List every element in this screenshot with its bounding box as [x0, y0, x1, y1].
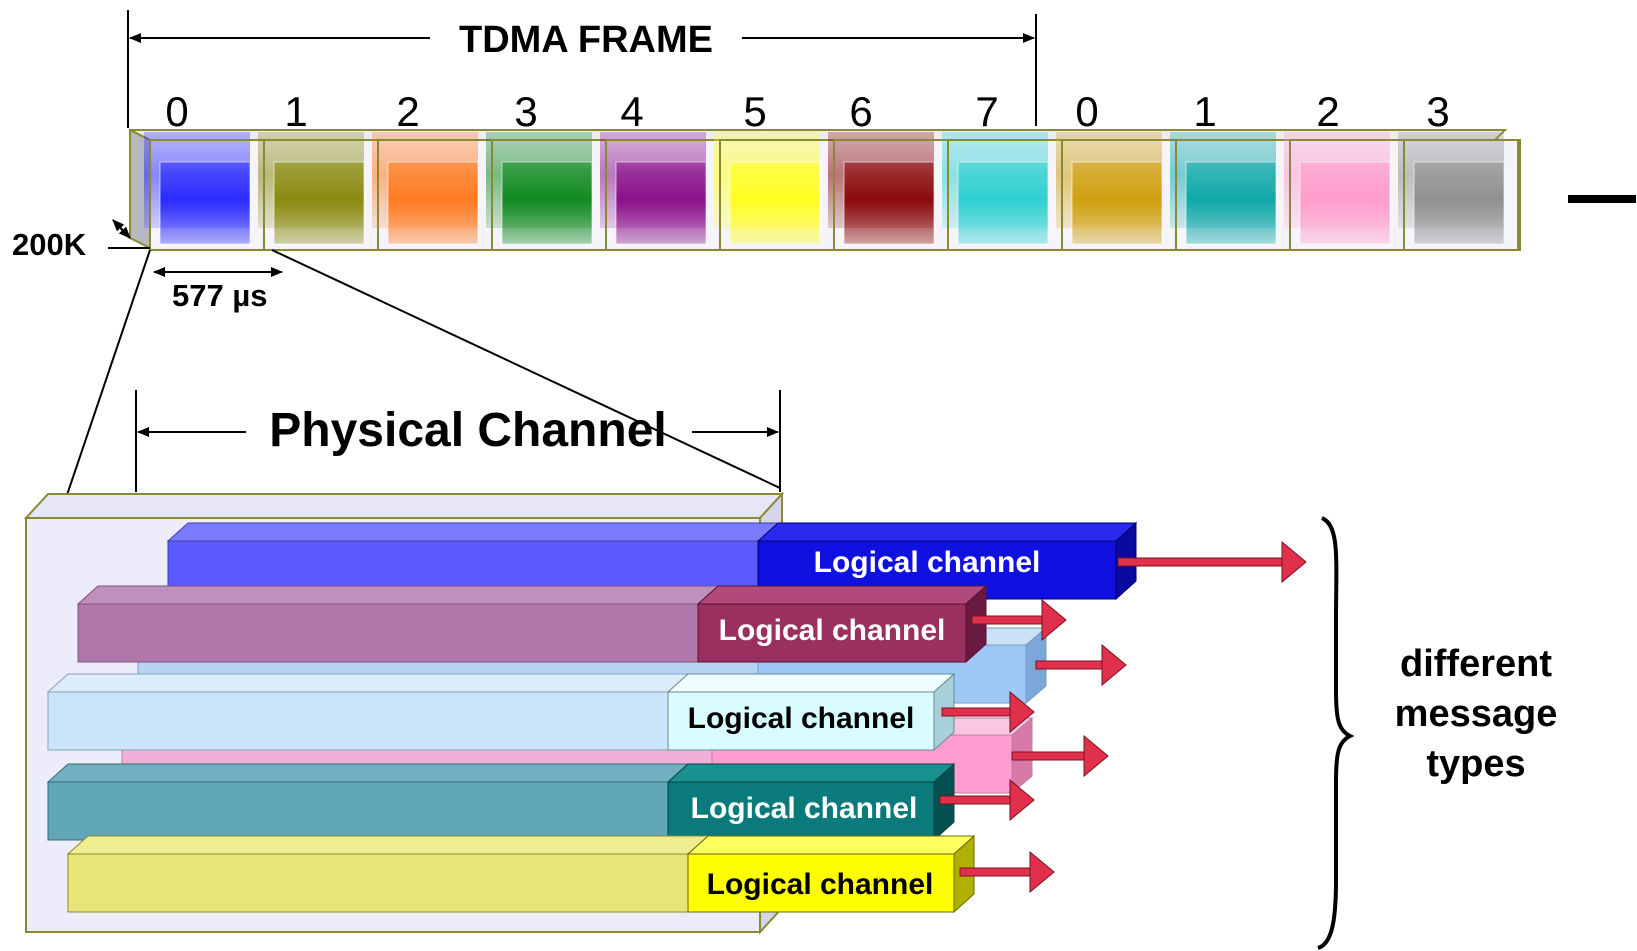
logical-channel-bar-3: Logical channel: [46, 672, 956, 752]
slot-numbers: 0 1 2 3 4 5 6 7 0 1 2 3: [165, 88, 1449, 135]
slot-cell: [1170, 132, 1291, 251]
slot-cell: [942, 132, 1063, 251]
slot-cell: [144, 132, 265, 251]
brace-label-line-2: message: [1395, 693, 1558, 735]
output-arrow: [1117, 540, 1307, 584]
slot-cell: [1284, 132, 1405, 251]
output-arrow: [939, 778, 1035, 822]
slot-duration-dimension: 577 µs: [153, 267, 283, 313]
output-arrow: [1011, 734, 1109, 778]
message-types-brace: [1317, 516, 1355, 950]
brace-label-line-1: different: [1400, 643, 1552, 685]
slot-cell: [714, 132, 835, 251]
slot-cell: [828, 132, 949, 251]
logical-channel-bar-5: Logical channel: [66, 834, 976, 914]
output-arrows: [939, 540, 1307, 894]
slot-cell: [372, 132, 493, 251]
slot-cell: [258, 132, 379, 251]
continuation-dash: [1568, 195, 1636, 203]
slot-number: 1: [1193, 88, 1216, 135]
physical-channel-label: Physical Channel: [269, 404, 666, 457]
slot-number: 4: [620, 88, 643, 135]
tdma-frame-label: TDMA FRAME: [459, 19, 713, 61]
logical-channel-label: Logical channel: [719, 614, 946, 647]
slot-cell: [1056, 132, 1177, 251]
output-arrow: [971, 598, 1067, 642]
brace-label-line-3: types: [1426, 743, 1525, 785]
slot-number: 7: [975, 88, 998, 135]
slot-duration-label: 577 µs: [172, 278, 267, 313]
bandwidth-dimension: 200K: [12, 219, 150, 262]
slot-number: 0: [1075, 88, 1098, 135]
slot-number: 1: [284, 88, 307, 135]
logical-channel-label: Logical channel: [688, 702, 915, 735]
logical-channel-label: Logical channel: [814, 546, 1041, 579]
output-arrow: [941, 690, 1035, 734]
slot-number: 3: [514, 88, 537, 135]
message-types-label: different message types: [1395, 643, 1558, 785]
slot-number: 3: [1426, 88, 1449, 135]
slot-cell: [486, 132, 607, 251]
slot-cells: [144, 132, 1519, 251]
slot-cell: [600, 132, 721, 251]
logical-channel-bar-2: Logical channel: [76, 584, 988, 664]
output-arrow: [1035, 643, 1127, 687]
physical-channel-dimension: Physical Channel: [135, 390, 781, 492]
logical-channel-bar-4: Logical channel: [46, 762, 956, 842]
zoom-line-right: [271, 249, 781, 489]
logical-channel-label: Logical channel: [707, 868, 934, 901]
tdma-frame-dimension: TDMA FRAME: [127, 10, 1037, 128]
frame-strip: [129, 128, 1521, 251]
slot-number: 5: [743, 88, 766, 135]
slot-number: 0: [165, 88, 188, 135]
output-arrow: [959, 850, 1055, 894]
bandwidth-label: 200K: [12, 227, 87, 262]
slot-number: 2: [396, 88, 419, 135]
logical-channel-label: Logical channel: [691, 792, 918, 825]
slot-number: 6: [849, 88, 872, 135]
logical-channel-bars: Logical channel Logical channel Logical …: [46, 521, 1138, 914]
slot-cell: [1398, 132, 1519, 251]
slot-number: 2: [1316, 88, 1339, 135]
